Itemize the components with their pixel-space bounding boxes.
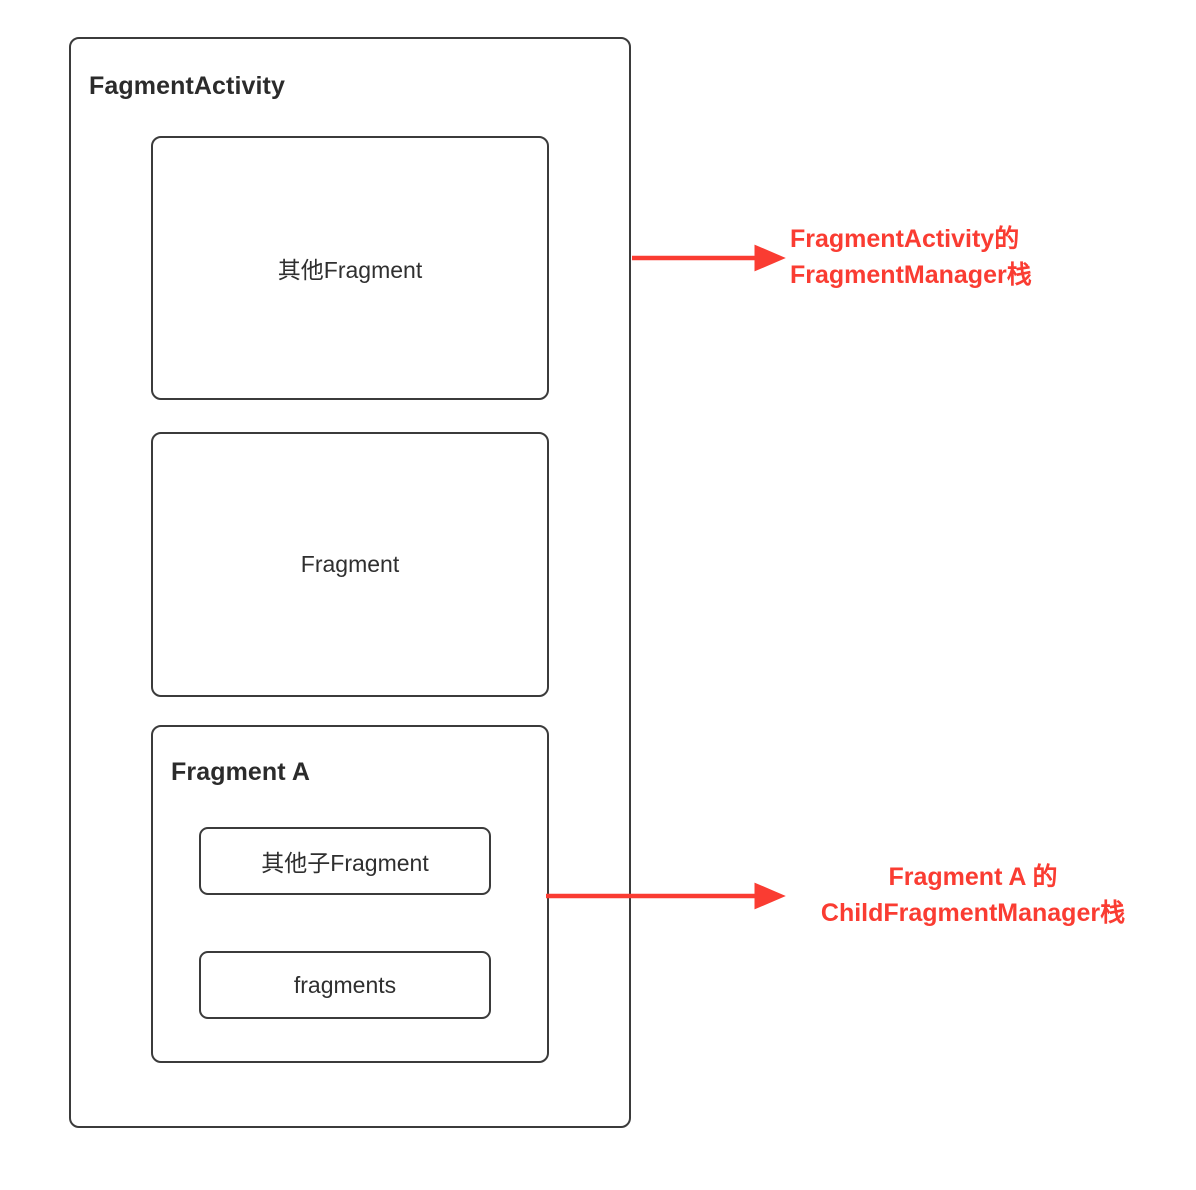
annotation-child-fragment-manager-line-2: ChildFragmentManager栈 xyxy=(820,898,1126,927)
child-other-fragment-box xyxy=(199,827,491,895)
other-fragment-box xyxy=(151,136,549,400)
annotation-fragment-manager-stack: FragmentActivity的 FragmentManager栈 xyxy=(790,222,1032,293)
annotation-fragment-manager-line-1: FragmentActivity的 xyxy=(790,225,1020,253)
fragment-box xyxy=(151,432,549,697)
fagment-activity-title: FagmentActivity xyxy=(89,72,285,100)
annotation-child-fragment-manager-stack: Fragment A 的 ChildFragmentManager栈 xyxy=(790,860,1156,931)
annotation-child-fragment-manager-line-1: Fragment A 的 xyxy=(888,863,1058,891)
annotation-fragment-manager-line-2: FragmentManager栈 xyxy=(790,260,1032,289)
fragment-a-title: Fragment A xyxy=(171,758,310,786)
child-fragments-box xyxy=(199,951,491,1019)
